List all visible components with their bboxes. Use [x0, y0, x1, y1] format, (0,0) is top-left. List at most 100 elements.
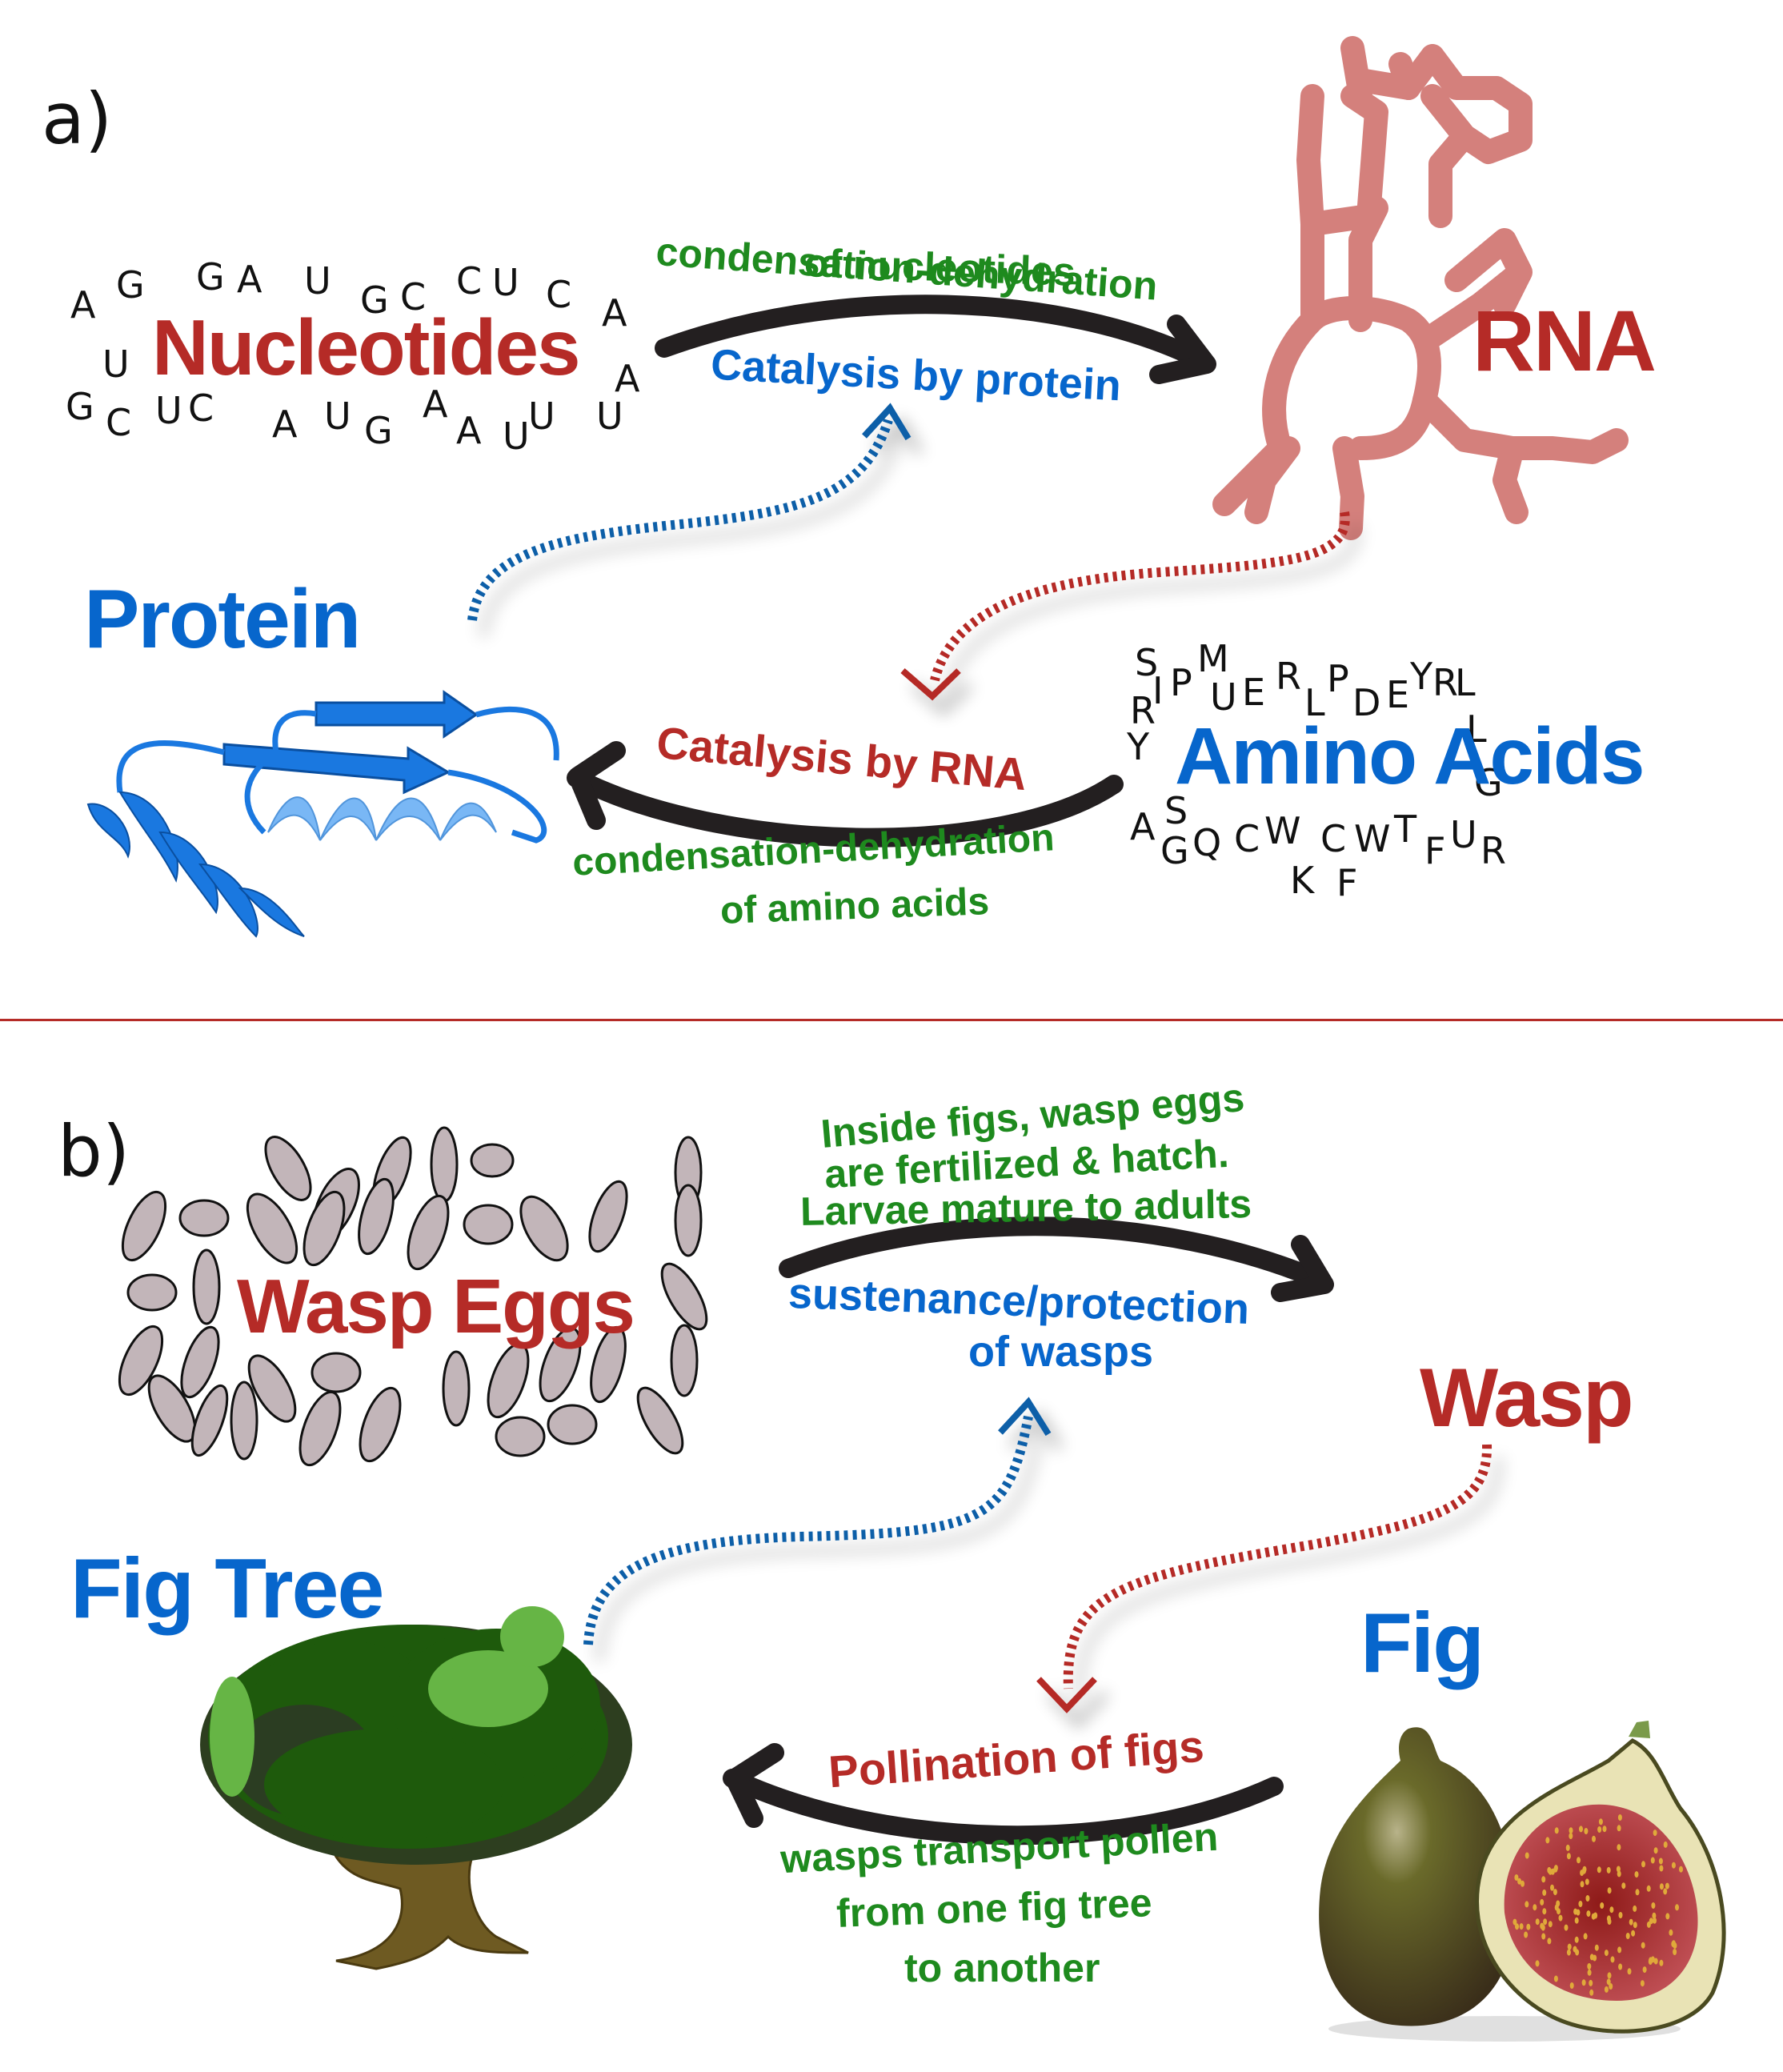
nucleotide-letter: U [304, 259, 331, 303]
amino-acid-letter: S [1135, 641, 1159, 684]
wasp-egg [487, 1342, 530, 1419]
nucleotide-letter: C [106, 401, 132, 444]
arrow-amino-acids-to-protein [567, 768, 1124, 848]
fig-seed [1665, 1913, 1670, 1920]
wasp-egg [547, 1404, 598, 1445]
amino-acid-letter: Y [1410, 655, 1433, 698]
fig-seed [1589, 1979, 1593, 1986]
fig-seed [1621, 1882, 1626, 1890]
fig-seed [1580, 1870, 1585, 1877]
amino-acid-letter: R [1276, 655, 1301, 698]
fig-seed [1606, 1978, 1611, 1986]
fig-seed [1633, 1922, 1637, 1929]
fig-seed [1517, 1878, 1522, 1885]
nucleotide-letter: C [400, 275, 427, 319]
fig-seed [1541, 1924, 1545, 1931]
amino-acid-letter: L [1455, 661, 1476, 704]
wasp-egg [147, 1374, 197, 1443]
fig-seed [1635, 1889, 1640, 1896]
fig-seed [1617, 1946, 1622, 1954]
arrowhead-eggs-to-wasp [1271, 1235, 1334, 1302]
amino-acids-title: Amino Acids [1175, 711, 1645, 801]
wasp-egg [359, 1386, 402, 1463]
loop [272, 710, 317, 753]
arrowhead-rna-catalysis [900, 667, 961, 701]
amino-acid-letter: Q [1192, 821, 1222, 864]
fig-seed [1573, 1946, 1577, 1953]
fig-seed [1625, 1933, 1630, 1939]
fig-seed [1541, 1933, 1546, 1940]
wasp-egg [463, 1204, 514, 1245]
nucleotide-letter: A [272, 403, 298, 446]
fig-seed [1633, 1905, 1637, 1912]
fig-seed [1576, 1909, 1581, 1916]
rna-strand [1412, 388, 1629, 524]
fig-seed [1650, 1857, 1655, 1864]
fig-seed [1663, 1841, 1668, 1848]
wasp-egg [246, 1192, 299, 1264]
fig-seed [1658, 1858, 1663, 1865]
fig-seed [1652, 1912, 1657, 1919]
fig-title: Fig [1360, 1596, 1484, 1690]
wasp-egg [495, 1416, 546, 1457]
fig-seed [1569, 1982, 1574, 1989]
fig-seed [1631, 1930, 1636, 1937]
fig-seed [1569, 1833, 1573, 1840]
fig-seed [1566, 1949, 1571, 1956]
fig-seed [1586, 1910, 1591, 1918]
wasp-eggs-title: Wasp Eggs [237, 1264, 635, 1349]
arrowhead-amino-acids-to-protein [568, 741, 626, 830]
fig-seed [1604, 1950, 1609, 1957]
panel-a-label: a) [42, 78, 113, 160]
fig-seed [1589, 1989, 1594, 1996]
dotted-arrow-wasp-to-pollination [1063, 1444, 1493, 1689]
fig-seed [1583, 1933, 1588, 1940]
rna-strand [1212, 436, 1300, 524]
wasp-egg [180, 1325, 220, 1399]
fig-seed [1600, 1902, 1605, 1909]
tree-canopy [200, 1606, 632, 1865]
fig-seed [1673, 1949, 1677, 1955]
nucleotide-letter: U [102, 343, 130, 386]
fig-seed [1663, 1888, 1668, 1895]
amino-acid-letter: A [1130, 805, 1156, 848]
fig-seed [1542, 1908, 1547, 1915]
fig-seed [1653, 1917, 1657, 1924]
fig-seed [1653, 1847, 1658, 1854]
wasp-egg [247, 1354, 297, 1423]
wasp-egg [358, 1177, 395, 1256]
amino-acid-letter: P [1170, 661, 1192, 704]
amino-acid-letter: F [1424, 829, 1446, 872]
fig-seed [1597, 1866, 1601, 1874]
fig-seed [1533, 1904, 1537, 1911]
loop [116, 740, 225, 793]
fig-tree-title: Fig Tree [70, 1541, 384, 1636]
nucleotide-letter: U [528, 395, 555, 438]
fig-seed [1574, 1936, 1579, 1943]
fig-seed [1627, 1968, 1632, 1975]
nucleotide-letter: C [546, 273, 572, 316]
amino-acid-letter: W [1354, 817, 1391, 860]
fig-seed [1554, 1827, 1559, 1834]
wasp-egg [230, 1381, 258, 1461]
fig-seed [1566, 1853, 1571, 1860]
whole-fig [1319, 1727, 1514, 2026]
arrowhead-nucleotides-to-rna [1149, 315, 1216, 384]
amino-acid-letter: C [1234, 817, 1260, 860]
wasp-egg [674, 1184, 703, 1257]
nucleotide-letter: G [196, 255, 225, 299]
dotted-arrow-rna-to-catalysis [930, 511, 1350, 682]
fig-seed [1541, 1876, 1546, 1883]
rna-strand [1332, 436, 1364, 540]
dotted-arrow-protein-to-catalysis [467, 419, 893, 621]
wasp-egg [264, 1136, 312, 1201]
nucleotide-letter: G [364, 409, 393, 452]
fig-seed [1581, 1979, 1586, 1986]
fig-seed [1553, 1866, 1558, 1873]
nucleotide-letter: U [155, 389, 182, 432]
nucleotide-letter: G [360, 279, 389, 322]
fig-seed [1616, 1866, 1621, 1873]
arrowhead-fig-to-tree [725, 1743, 784, 1828]
wasp-egg [178, 1199, 230, 1237]
